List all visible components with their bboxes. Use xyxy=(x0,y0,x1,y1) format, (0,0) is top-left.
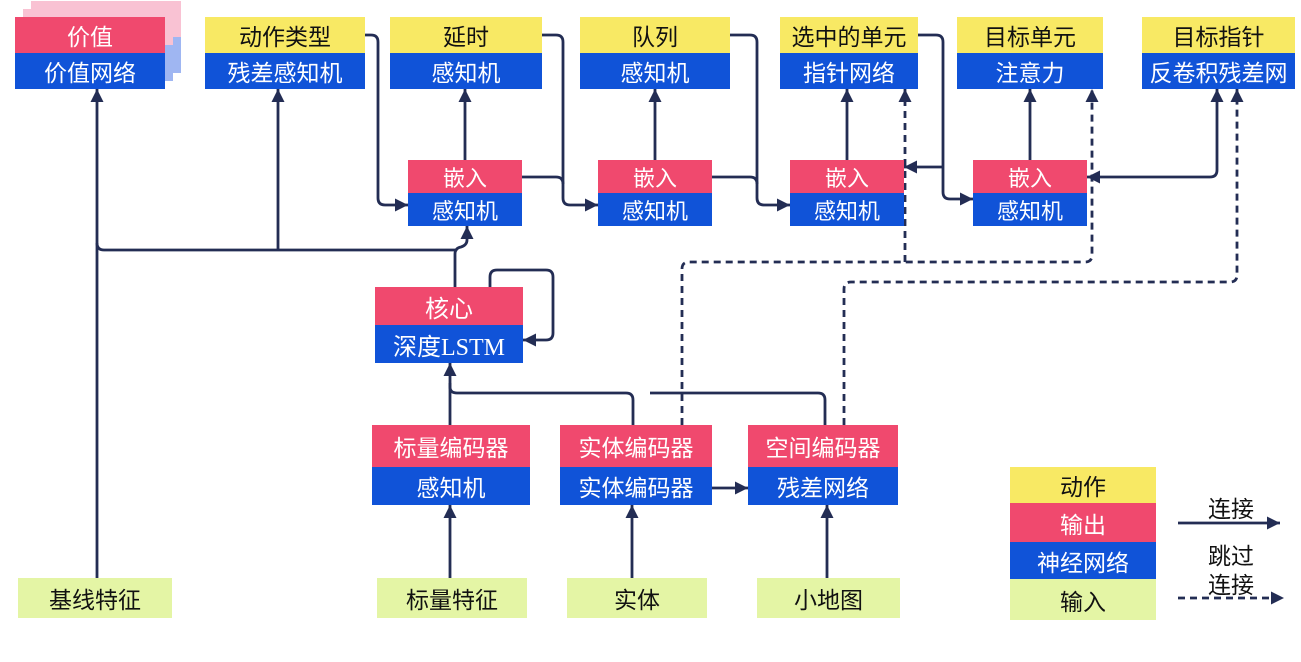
selected-units-network-label: 指针网络 xyxy=(780,53,918,89)
action-type-label: 动作类型 xyxy=(205,17,365,53)
entity-encoder-label: 实体编码器 xyxy=(560,425,712,467)
delay-label: 延时 xyxy=(390,17,542,53)
node-value: 价值 价值网络 xyxy=(15,17,165,89)
spatial-encoder-label: 空间编码器 xyxy=(748,425,898,467)
embed-3-network-label: 感知机 xyxy=(790,193,904,226)
edge-core-out-left xyxy=(95,242,455,252)
edge-embed2-out xyxy=(712,175,759,185)
target-unit-network-label: 注意力 xyxy=(957,53,1103,89)
edge-core-self-loop xyxy=(488,268,555,347)
node-core: 核心 深度LSTM xyxy=(375,287,523,363)
legend-network-swatch: 神经网络 xyxy=(1010,542,1156,579)
input-minimap: 小地图 xyxy=(757,578,900,618)
legend-skip-label-line2: 连接 xyxy=(1208,573,1254,598)
node-queue: 队列 感知机 xyxy=(580,17,730,89)
edge-selectedunits-to-embed4 xyxy=(918,33,973,206)
input-baseline-features: 基线特征 xyxy=(18,578,172,618)
node-scalar-encoder: 标量编码器 感知机 xyxy=(372,425,530,505)
legend-output-swatch: 输出 xyxy=(1010,503,1156,542)
edge-delay-to-embed2 xyxy=(542,33,598,212)
node-embed-1: 嵌入 感知机 xyxy=(408,160,522,226)
target-pointer-network-label: 反卷积残差网 xyxy=(1142,53,1295,89)
spatial-encoder-network-label: 残差网络 xyxy=(748,467,898,505)
edge-spatialencoder-to-core xyxy=(650,391,827,425)
node-target-pointer: 目标指针 反卷积残差网 xyxy=(1142,17,1295,89)
edge-embed4-to-targetpointer xyxy=(1087,89,1224,184)
queue-network-label: 感知机 xyxy=(580,53,730,89)
selected-units-label: 选中的单元 xyxy=(780,17,918,53)
input-scalar-features: 标量特征 xyxy=(377,578,527,618)
delay-network-label: 感知机 xyxy=(390,53,542,89)
edge-embed1-out xyxy=(522,175,565,185)
queue-label: 队列 xyxy=(580,17,730,53)
node-target-unit: 目标单元 注意力 xyxy=(957,17,1103,89)
edge-entityencoder-to-core xyxy=(448,383,635,425)
legend-action-swatch: 动作 xyxy=(1010,467,1156,503)
edge-core-to-embed1 xyxy=(453,226,474,287)
input-entities: 实体 xyxy=(567,578,707,618)
embed-4-network-label: 感知机 xyxy=(973,193,1087,226)
scalar-encoder-label: 标量编码器 xyxy=(372,425,530,467)
embed-2-network-label: 感知机 xyxy=(598,193,712,226)
skip-entityencoder-to-attention xyxy=(680,89,1099,425)
target-pointer-label: 目标指针 xyxy=(1142,17,1295,53)
embed-4-label: 嵌入 xyxy=(973,160,1087,193)
node-embed-3: 嵌入 感知机 xyxy=(790,160,904,226)
node-action-type: 动作类型 残差感知机 xyxy=(205,17,365,89)
embed-3-label: 嵌入 xyxy=(790,160,904,193)
core-network-label: 深度LSTM xyxy=(375,325,523,363)
core-label: 核心 xyxy=(375,287,523,325)
action-type-network-label: 残差感知机 xyxy=(205,53,365,89)
legend-connection-label: 连接 xyxy=(1208,497,1254,522)
node-spatial-encoder: 空间编码器 残差网络 xyxy=(748,425,898,505)
entity-encoder-network-label: 实体编码器 xyxy=(560,467,712,505)
node-embed-4: 嵌入 感知机 xyxy=(973,160,1087,226)
edge-actiontype-to-embed1 xyxy=(365,33,408,212)
embed-1-network-label: 感知机 xyxy=(408,193,522,226)
value-network-label: 价值网络 xyxy=(15,53,165,89)
node-entity-encoder: 实体编码器 实体编码器 xyxy=(560,425,712,505)
node-selected-units: 选中的单元 指针网络 xyxy=(780,17,918,89)
target-unit-label: 目标单元 xyxy=(957,17,1103,53)
node-embed-2: 嵌入 感知机 xyxy=(598,160,712,226)
value-output-label: 价值 xyxy=(15,17,165,53)
embed-1-label: 嵌入 xyxy=(408,160,522,193)
skip-spatialencoder-to-targetpointer xyxy=(842,89,1244,425)
scalar-encoder-network-label: 感知机 xyxy=(372,467,530,505)
legend-skip-label-line1: 跳过 xyxy=(1208,544,1254,569)
embed-2-label: 嵌入 xyxy=(598,160,712,193)
node-delay: 延时 感知机 xyxy=(390,17,542,89)
edge-queue-to-embed3 xyxy=(730,33,790,212)
legend-input-swatch: 输入 xyxy=(1010,579,1156,620)
